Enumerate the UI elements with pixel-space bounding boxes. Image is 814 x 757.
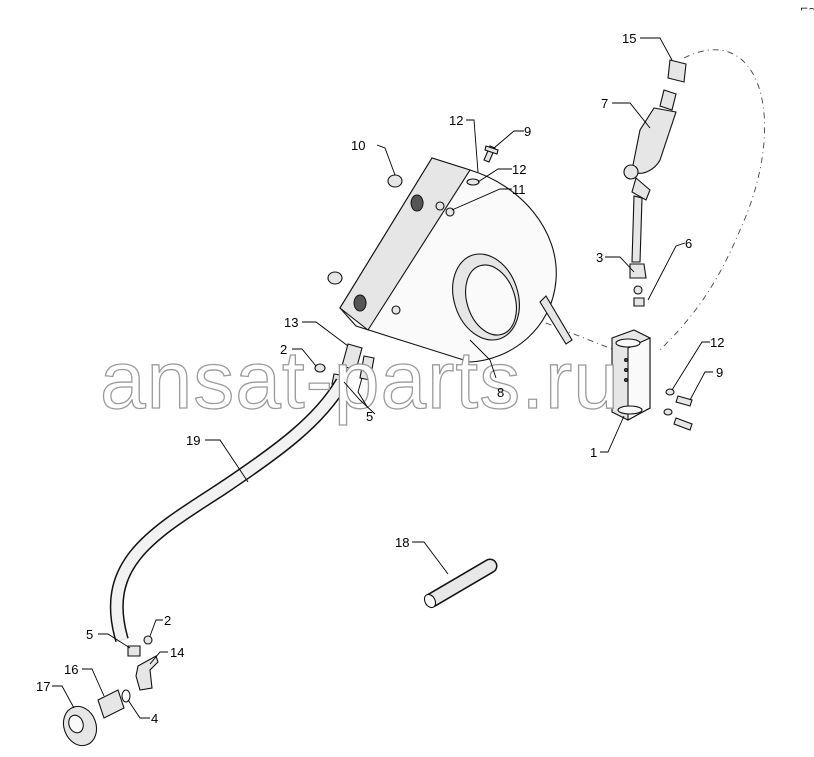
callout-6: 6 (685, 236, 692, 251)
hose-piece-18 (423, 558, 498, 609)
callout-5: 5 (366, 409, 373, 424)
callout-4: 4 (151, 711, 158, 726)
callout-15: 15 (622, 31, 636, 46)
callout-19: 19 (186, 433, 200, 448)
callout-18: 18 (395, 535, 409, 550)
hose-route-line (659, 49, 766, 351)
callout-12: 12 (449, 113, 463, 128)
callout-9: 9 (716, 365, 723, 380)
callout-labels: 15 7 12 9 10 12 11 3 6 13 2 12 9 8 5 1 1… (36, 31, 724, 726)
knob-part-10 (327, 174, 403, 285)
callout-17: 17 (36, 679, 50, 694)
leader-lines (52, 37, 713, 719)
bracket-screw-set (663, 388, 693, 431)
corner-mark: ⌐~ (800, 4, 814, 15)
callout-16: 16 (64, 662, 78, 677)
callout-3: 3 (596, 250, 603, 265)
reel-outlet-fittings (314, 343, 375, 387)
callout-12: 12 (710, 335, 724, 350)
callout-1: 1 (590, 445, 597, 460)
callout-5: 5 (86, 627, 93, 642)
callout-8: 8 (497, 385, 504, 400)
callout-2: 2 (280, 342, 287, 357)
watermark: ansat-parts.ru (100, 335, 620, 426)
hose-reel-housing (339, 157, 573, 363)
hose-inner (111, 379, 347, 642)
callout-12: 12 (512, 162, 526, 177)
callout-13: 13 (284, 315, 298, 330)
callout-14: 14 (170, 645, 184, 660)
top-screw-set (445, 145, 499, 217)
callout-10: 10 (351, 138, 365, 153)
wall-bracket (611, 329, 651, 421)
inlet-fittings (62, 635, 159, 747)
callout-7: 7 (601, 96, 608, 111)
callout-2: 2 (164, 613, 171, 628)
spray-gun (623, 59, 687, 307)
callout-9: 9 (524, 124, 531, 139)
callout-11: 11 (512, 182, 526, 197)
